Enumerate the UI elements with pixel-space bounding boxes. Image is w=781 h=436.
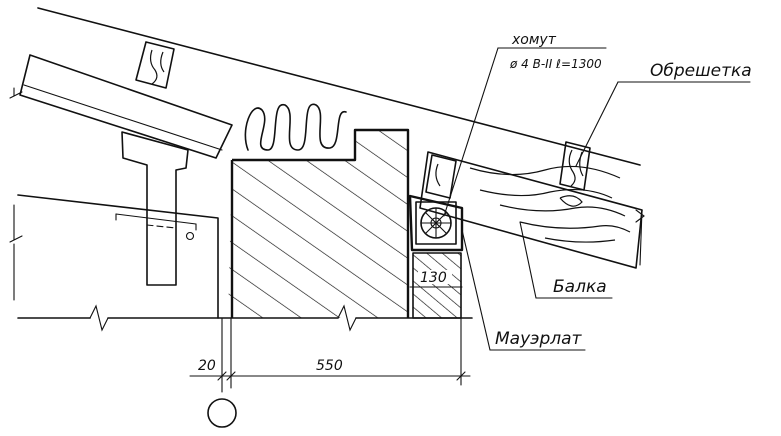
wall-plate-label-group: Мауэрлат [461, 229, 586, 351]
bottom-dimension: 20 550 [189, 317, 471, 393]
roof-line [37, 7, 641, 166]
left-wall-mass [9, 87, 219, 319]
wall-plate [408, 194, 464, 252]
beam-label-group: Балка [519, 221, 613, 299]
insulation-coil [244, 103, 347, 151]
main-wall [228, 128, 410, 318]
battens-label: Обрешетка [650, 61, 752, 81]
clamp-label: хомут [511, 32, 557, 48]
left-rafter [19, 54, 233, 159]
beam-label: Балка [553, 277, 607, 297]
battens-label-group: Обрешетка [575, 61, 752, 167]
dim-offset: 20 [198, 358, 216, 374]
right-beam [419, 151, 645, 269]
dim-wall-width: 550 [316, 358, 343, 374]
clamp-spec-label: ø 4 В-II ℓ=1300 [509, 57, 602, 71]
axis-marker [207, 398, 237, 428]
dim-plate-width: 130 [420, 270, 447, 286]
t-strut [115, 131, 197, 286]
clamp-label-group: хомут ø 4 В-II ℓ=1300 [443, 32, 607, 217]
dimension-130: 130 [409, 270, 463, 295]
left-batten [135, 41, 175, 89]
wall-plate-label: Мауэрлат [495, 329, 583, 349]
